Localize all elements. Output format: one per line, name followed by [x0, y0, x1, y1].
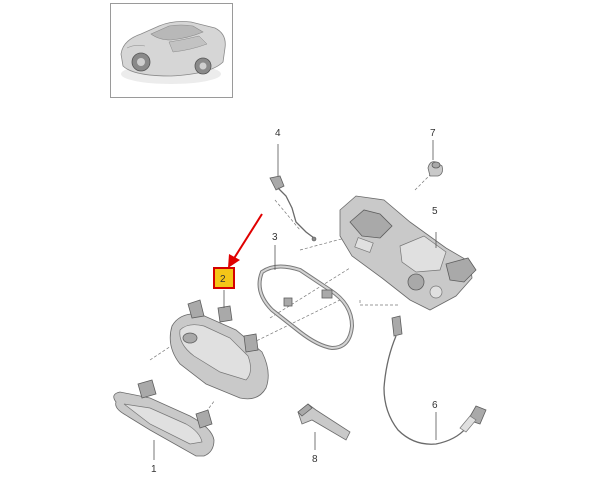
callout-leaders [153, 140, 437, 460]
callout-5: 5 [432, 206, 438, 217]
callout-7: 7 [430, 128, 436, 139]
part-7-grommet [427, 161, 443, 177]
part-2-handle-carrier [169, 299, 269, 400]
part-3-seal-gasket [257, 264, 355, 351]
part-8-key-blade [297, 403, 351, 441]
part-6-bowden-cable [383, 315, 487, 445]
part-1-exterior-handle [113, 379, 215, 457]
part-5-lock-module [339, 195, 477, 311]
callout-4: 4 [275, 128, 281, 139]
vehicle-thumbnail [110, 3, 233, 98]
callout-6: 6 [432, 400, 438, 411]
callout-2-highlight-box [213, 267, 235, 289]
part-4-actuating-rod [269, 175, 317, 242]
vehicle-image [120, 21, 226, 84]
callout-labels: 4 7 5 3 2 6 8 1 [151, 128, 438, 475]
callout-2: 2 [220, 274, 226, 285]
callout-1: 1 [151, 464, 157, 475]
callout-3: 3 [272, 232, 278, 243]
assembly-lines [149, 174, 431, 421]
highlight-arrow [228, 213, 263, 268]
callout-8: 8 [312, 454, 318, 465]
